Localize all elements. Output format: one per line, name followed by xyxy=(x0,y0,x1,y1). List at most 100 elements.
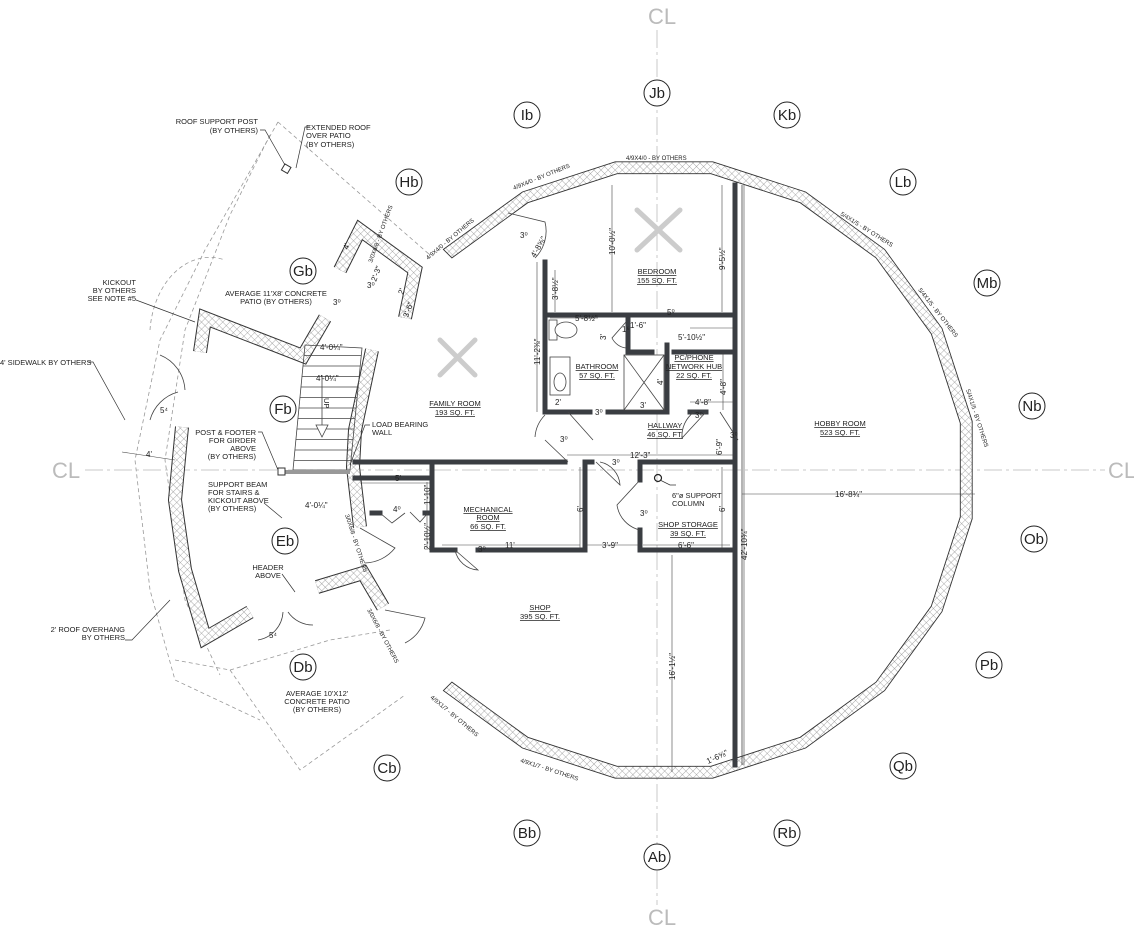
grid-marker-kb: Kb xyxy=(773,101,801,129)
room-family-area: 193 SQ. FT. xyxy=(435,408,475,417)
grid-marker-label: Db xyxy=(293,659,312,676)
door-size: 5⁰ xyxy=(667,308,675,317)
room-mechanical-area: 66 SQ. FT. xyxy=(470,522,506,531)
grid-marker-label: Pb xyxy=(980,657,998,674)
grid-marker-circle xyxy=(643,843,671,871)
dim-vanity: 2' xyxy=(555,398,561,407)
ceiling-fan-icon xyxy=(437,207,683,378)
grid-marker-label: Rb xyxy=(777,825,796,842)
note-load-bearing-2: WALL xyxy=(372,428,392,437)
grid-marker-label: Mb xyxy=(977,275,998,292)
dim-sidewalk: 4' xyxy=(146,450,152,459)
note-patio-top-2: PATIO (BY OTHERS) xyxy=(240,297,312,306)
note-roof-post-1: ROOF SUPPORT POST xyxy=(176,117,259,126)
grid-marker-fb: Fb xyxy=(269,395,297,423)
centerline-symbol-top: CL xyxy=(648,4,676,29)
door-size: 3⁰ xyxy=(520,231,528,240)
dim-bath-width: 5'-8½" xyxy=(575,314,598,323)
grid-marker-circle xyxy=(643,79,671,107)
entry-walls xyxy=(167,219,423,649)
dimension-lines xyxy=(121,185,975,772)
grid-marker-bb: Bb xyxy=(513,819,541,847)
grid-marker-circle xyxy=(773,819,801,847)
grid-marker-circle xyxy=(773,101,801,129)
grid-marker-mb: Mb xyxy=(973,269,1001,297)
grid-marker-rb: Rb xyxy=(773,819,801,847)
note-patio-top-1: AVERAGE 11'X8' CONCRETE xyxy=(225,289,327,298)
window-label-top: 4/9X4/0 - BY OTHERS xyxy=(626,156,687,162)
dim-store-w: 6'-6" xyxy=(678,541,694,550)
door-size: 3⁰ xyxy=(333,298,341,307)
dome-exterior-wall xyxy=(442,161,973,779)
grid-marker-qb: Qb xyxy=(889,752,917,780)
grid-marker-label: Fb xyxy=(274,401,292,418)
room-labels: FAMILY ROOM 193 SQ. FT. BEDROOM 155 SQ. … xyxy=(429,267,865,621)
grid-marker-label: Ib xyxy=(521,107,534,124)
room-mechanical-name: MECHANICAL xyxy=(463,505,512,514)
door-label-3: 3/0X6/8 - BY OTHERS xyxy=(365,608,399,664)
dim-hub-w2: 4'-8" xyxy=(695,398,711,407)
dim-bath-h: 3' xyxy=(599,334,608,340)
grid-marker-db: Db xyxy=(289,653,317,681)
room-storage-name: SHOP STORAGE xyxy=(658,520,718,529)
door-size: 3⁰ xyxy=(595,408,603,417)
grid-marker-circle xyxy=(395,168,423,196)
centerline-symbol-left: CL xyxy=(52,458,80,483)
note-post-1: POST & FOOTER xyxy=(195,428,256,437)
note-kickout-3: SEE NOTE #5 xyxy=(88,294,136,303)
leader-lines xyxy=(88,126,676,641)
dim-mech-h: 6' xyxy=(576,506,585,512)
room-hallway-name: HALLWAY xyxy=(648,421,682,430)
room-bedroom-name: BEDROOM xyxy=(638,267,677,276)
door-size: 3⁰ xyxy=(478,545,486,554)
grid-marker-label: Hb xyxy=(399,174,418,191)
support-column xyxy=(653,473,663,483)
stairs xyxy=(292,344,363,471)
grid-marker-circle xyxy=(513,819,541,847)
room-bathroom-name: BATHROOM xyxy=(576,362,619,371)
door-size: 3⁰ xyxy=(612,458,620,467)
note-sidewalk: 4' SIDEWALK BY OTHERS xyxy=(0,358,91,367)
grid-marker-label: Nb xyxy=(1022,398,1041,415)
note-roof-post-2: (BY OTHERS) xyxy=(210,126,259,135)
dim-shower-h: 4' xyxy=(656,379,665,385)
grid-marker-eb: Eb xyxy=(271,527,299,555)
centerline-symbol-right: CL xyxy=(1108,458,1134,483)
centerline-symbol-bottom: CL xyxy=(648,905,676,930)
room-bathroom-area: 57 SQ. FT. xyxy=(579,371,615,380)
note-overhang-2: BY OTHERS xyxy=(82,633,125,642)
note-patio-bottom-2: CONCRETE PATIO xyxy=(284,697,350,706)
note-post-2: FOR GIRDER xyxy=(209,436,257,445)
grid-marker-circle xyxy=(289,653,317,681)
grid-marker-hb: Hb xyxy=(395,168,423,196)
room-storage-area: 39 SQ. FT. xyxy=(670,529,706,538)
note-ext-roof-2: OVER PATIO xyxy=(306,131,351,140)
grid-marker-ab: Ab xyxy=(643,843,671,871)
note-beam-3: KICKOUT ABOVE xyxy=(208,496,269,505)
grid-marker-circle xyxy=(975,651,1003,679)
dim-hub-h: 4'-8" xyxy=(719,379,728,395)
note-header-1: HEADER xyxy=(252,563,284,572)
dim-vest-w: 4' xyxy=(341,242,352,251)
note-header-2: ABOVE xyxy=(255,571,281,580)
dim-family-depth: 11'-2⅜" xyxy=(533,338,542,365)
door-size: 3⁰ xyxy=(367,281,375,290)
grid-marker-pb: Pb xyxy=(975,651,1003,679)
grid-marker-lb: Lb xyxy=(889,168,917,196)
door-size-labels: 3⁰ 3⁰ 3⁰ 3⁰ 3⁰ 3⁰ 3⁰ 3⁰ 3⁰ 3⁰ 4⁰ 5⁰ 5⁴ 5… xyxy=(160,231,738,640)
dim-corr-h: 1'-10" xyxy=(423,484,432,505)
dim-mech-gap: 3'-9" xyxy=(602,541,618,550)
dim-shop-h: 16'-1½" xyxy=(668,653,677,680)
door-swings xyxy=(149,212,739,644)
dim-hallway: 12'-3" xyxy=(630,451,651,460)
door-size: 1⁶ xyxy=(622,325,630,334)
note-beam-1: SUPPORT BEAM xyxy=(208,480,267,489)
dim-mech-w: 11' xyxy=(505,541,515,550)
door-size: 3⁰ xyxy=(640,509,648,518)
dim-closet: 1'-6" xyxy=(630,321,646,330)
door-size: 5⁴ xyxy=(160,406,168,415)
dim-vest-s: 2' xyxy=(396,287,407,296)
note-ext-roof-3: (BY OTHERS) xyxy=(306,140,355,149)
dimension-labels: 10'-0½" 9'-5½" 3'-8½" 11'-2⅜" 5'-8½" 1'-… xyxy=(146,228,862,766)
